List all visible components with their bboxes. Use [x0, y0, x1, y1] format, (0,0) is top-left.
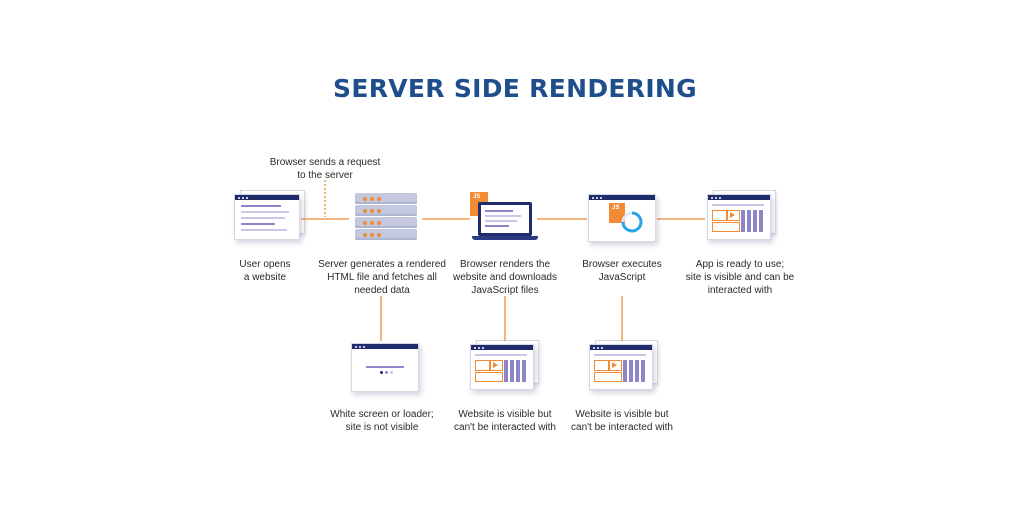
js-executing-window-icon: JS: [588, 194, 656, 242]
progress-ring-icon: [621, 211, 643, 233]
visible-window-icon: [589, 340, 658, 390]
loader-window-icon: [351, 343, 419, 392]
diagram-title: SERVER SIDE RENDERING: [333, 74, 697, 103]
state-label-visible-1: Website is visible but can't be interact…: [454, 409, 556, 433]
browser-window-icon: [234, 190, 305, 240]
laptop-js-icon: JS: [468, 190, 540, 244]
server-icon: [353, 193, 419, 243]
step-label-server-generates: Server generates a rendered HTML file an…: [318, 259, 446, 296]
visible-window-icon: [470, 340, 539, 390]
request-label: Browser sends a request to the server: [269, 157, 381, 181]
state-label-visible-2: Website is visible but can't be interact…: [571, 409, 673, 433]
step-label-browser-renders: Browser renders the website and download…: [453, 259, 557, 296]
step-label-app-ready: App is ready to use; site is visible and…: [685, 259, 795, 296]
step-label-user-opens: User opens a website: [239, 259, 291, 283]
interactive-app-window-icon: [707, 190, 776, 240]
state-label-white-screen: White screen or loader; site is not visi…: [330, 409, 434, 433]
step-label-browser-executes: Browser executes JavaScript: [582, 259, 662, 283]
